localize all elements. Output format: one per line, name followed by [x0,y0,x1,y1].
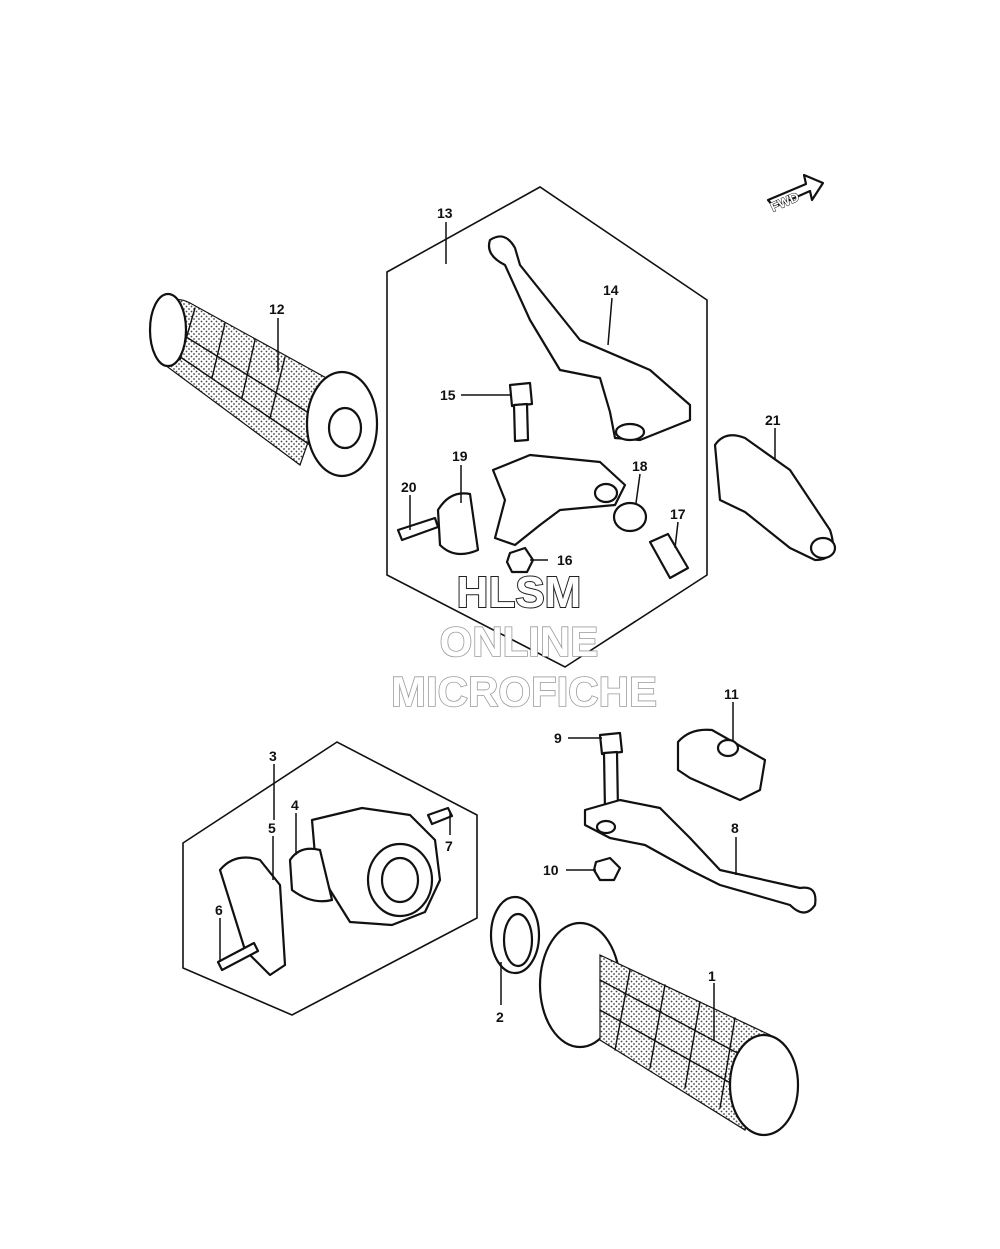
callout-2: 2 [496,1009,504,1025]
grip-right [538,921,800,1137]
callout-5: 5 [268,820,276,836]
perch-cable-port [593,482,619,504]
watermark-line-1: HLSM [457,568,582,617]
callout-8: 8 [731,820,739,836]
callout-21: 21 [765,412,781,428]
screw-7 [426,806,454,826]
callout-18: 18 [632,458,648,474]
kit-3-frame [182,741,478,1016]
watermark-line-3: MICROFICHE [391,668,657,715]
callout-1: 1 [708,968,716,984]
callout-12: 12 [269,301,285,317]
callout-20: 20 [401,479,417,495]
screw-6 [216,941,260,972]
clamp-half-19 [436,492,480,556]
callout-3: 3 [269,748,277,764]
callout-11: 11 [724,686,739,702]
cover-11 [676,728,767,802]
callout-15: 15 [440,387,456,403]
fwd-marker: FWD [766,173,825,215]
callout-labels: 1 2 3 4 5 6 7 8 9 10 11 12 13 14 15 16 1… [215,205,781,1025]
grip-left [148,292,379,478]
kit-13-frame [386,186,708,668]
callout-16: 16 [557,552,573,568]
clutch-lever [487,235,692,442]
brake-lever-8 [583,798,817,914]
callout-13: 13 [437,205,453,221]
adjuster-17 [648,532,690,580]
screw-20 [396,516,440,542]
forward-arrow-icon [766,173,825,209]
callout-19: 19 [452,448,468,464]
bolt-15 [508,381,534,443]
callout-6: 6 [215,902,223,918]
lever-cover-21 [713,434,834,562]
nut-10 [592,856,622,882]
fwd-label: FWD [768,189,801,215]
throttle-cover-5 [218,856,287,977]
watermark: HLSM ONLINE MICROFICHE [390,567,658,716]
callout-14: 14 [603,282,619,298]
callout-17: 17 [670,506,686,522]
nut-16 [505,546,535,574]
callout-7: 7 [445,838,453,854]
callout-9: 9 [554,730,562,746]
callout-10: 10 [543,862,559,878]
callout-4: 4 [291,797,299,813]
throttle-guide-4 [288,847,334,903]
leader-lines [219,222,776,1040]
clutch-perch [491,453,627,547]
locknut-18 [612,501,648,533]
lever-pivot-14 [614,422,646,442]
watermark-line-2: ONLINE [440,618,599,665]
